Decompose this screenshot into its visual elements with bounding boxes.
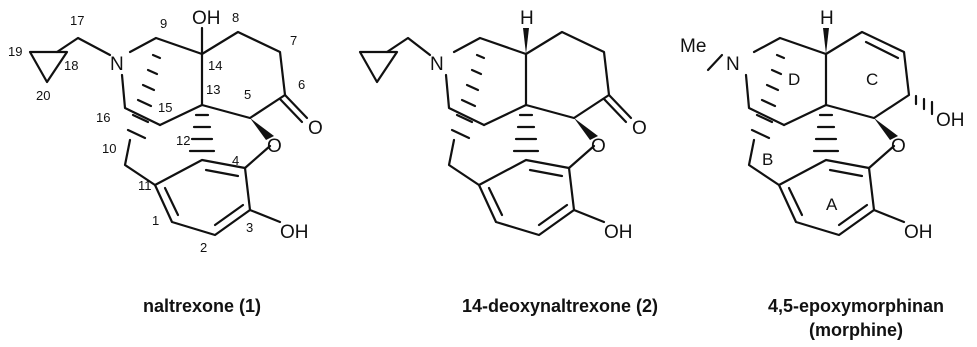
naltrexone-num-10: 10 xyxy=(102,141,116,156)
naltrexone-n-cyclopropylmethyl-bond xyxy=(55,36,112,57)
morphinan-c15-c13-bond xyxy=(782,103,828,127)
structures-figure: N OH O O OH 1 2 3 4 5 6 7 8 9 10 11 12 1… xyxy=(8,8,965,255)
deoxy-bridge-hashed xyxy=(450,53,486,140)
naltrexone-num-15: 15 xyxy=(158,100,172,115)
morphinan-c14-h-wedge xyxy=(823,28,829,54)
morphinan-caption-line1: 4,5-epoxymorphinan xyxy=(767,296,945,316)
naltrexone-num-18: 18 xyxy=(64,58,78,73)
naltrexone-c12-hashed xyxy=(188,113,216,153)
morphinan-structure: Me N H OH O OH A B C D xyxy=(680,8,965,243)
morphinan-me-label: Me xyxy=(680,36,706,57)
naltrexone-num-4: 4 xyxy=(232,153,239,168)
naltrexone-num-11: 11 xyxy=(138,178,152,193)
deoxy-c4-o-bond xyxy=(567,144,596,170)
naltrexone-num-3: 3 xyxy=(246,220,253,235)
naltrexone-c15-c13-bond xyxy=(158,103,204,127)
naltrexone-n-c16-c15-bonds xyxy=(120,73,162,127)
naltrexone-num-8: 8 xyxy=(232,10,239,25)
naltrexone-ketone-double-bond xyxy=(278,93,309,124)
deoxynaltrexone-caption: 14-deoxynaltrexone (2) xyxy=(461,296,659,316)
deoxy-c10-c11-bonds xyxy=(447,138,481,187)
morphinan-ring-d-label: D xyxy=(788,70,800,89)
naltrexone-num-6: 6 xyxy=(298,77,305,92)
deoxy-h-label: H xyxy=(520,8,534,29)
deoxy-n-cyclopropylmethyl-bond xyxy=(385,36,432,57)
morphinan-c4-o-bond xyxy=(867,144,896,170)
naltrexone-c4-o-bond xyxy=(243,144,272,170)
morphinan-n-methyl-bond xyxy=(706,53,724,72)
deoxy-aromatic-inner-bonds xyxy=(487,168,569,227)
morphinan-h-label: H xyxy=(820,8,834,29)
naltrexone-oh14-label: OH xyxy=(192,8,221,29)
deoxy-n-c9-c14-bonds xyxy=(452,36,528,56)
naltrexone-num-14: 14 xyxy=(208,58,222,73)
naltrexone-caption: naltrexone (1) xyxy=(142,296,262,316)
naltrexone-num-9: 9 xyxy=(160,16,167,31)
deoxy-ketone-o-label: O xyxy=(632,118,647,139)
naltrexone-num-2: 2 xyxy=(200,240,207,255)
naltrexone-num-20: 20 xyxy=(36,88,50,103)
morphinan-c12-hashed xyxy=(812,113,840,153)
naltrexone-ketone-o-label: O xyxy=(308,118,323,139)
morphinan-c7-c8-double-bond xyxy=(864,40,900,60)
deoxy-c15-c13-bond xyxy=(482,103,528,127)
naltrexone-cyclopropyl-ring xyxy=(28,50,69,84)
deoxy-ketone-double-bond xyxy=(602,93,633,124)
morphinan-bridge-hashed xyxy=(750,53,786,140)
naltrexone-oh3-label: OH xyxy=(280,222,309,243)
morphinan-caption-line2: (morphine) xyxy=(809,320,903,340)
naltrexone-num-17: 17 xyxy=(70,13,84,28)
deoxy-cyclopropyl-ring xyxy=(358,50,399,84)
deoxy-ether-o-label: O xyxy=(591,136,606,157)
deoxy-oh-label: OH xyxy=(604,222,633,243)
morphinan-c10-c11-bonds xyxy=(747,138,781,187)
naltrexone-num-19: 19 xyxy=(8,44,22,59)
naltrexone-ether-o-label: O xyxy=(267,136,282,157)
naltrexone-n-c9-c14-bonds xyxy=(128,36,204,56)
naltrexone-num-5: 5 xyxy=(244,87,251,102)
morphinan-ring-c-label: C xyxy=(866,70,878,89)
naltrexone-c3-oh-bond xyxy=(248,208,282,224)
deoxy-n-label: N xyxy=(430,54,444,75)
deoxy-c3-oh-bond xyxy=(572,208,606,224)
naltrexone-ring-c xyxy=(200,30,287,120)
morphinan-n-c16-c15-bonds xyxy=(744,73,786,127)
morphinan-ring-a-label: A xyxy=(826,195,838,214)
deoxy-n-c16-c15-bonds xyxy=(444,73,486,127)
morphinan-side-oh-label: OH xyxy=(936,110,965,131)
naltrexone-num-1: 1 xyxy=(152,213,159,228)
deoxy-aromatic-ring xyxy=(477,158,576,237)
morphinan-c3-oh-bond xyxy=(872,208,906,224)
deoxy-ring-c xyxy=(524,30,611,120)
naltrexone-c10-c11-bonds xyxy=(123,138,157,187)
morphinan-n-c9-c14-bonds xyxy=(752,36,828,56)
naltrexone-aromatic-ring xyxy=(153,158,252,237)
naltrexone-structure: N OH O O OH 1 2 3 4 5 6 7 8 9 10 11 12 1… xyxy=(8,8,323,255)
morphinan-c5-o-wedge xyxy=(874,118,898,140)
morphinan-ring-b-label: B xyxy=(762,150,773,169)
morphinan-aromatic-ring xyxy=(777,158,876,237)
morphinan-ring-c xyxy=(824,30,911,120)
naltrexone-c5-o-wedge xyxy=(250,118,274,140)
naltrexone-aromatic-inner-bonds xyxy=(163,168,245,227)
naltrexone-n-label: N xyxy=(110,54,124,75)
naltrexone-bridge-hashed xyxy=(126,53,162,140)
naltrexone-num-7: 7 xyxy=(290,33,297,48)
morphinan-oh-label: OH xyxy=(904,222,933,243)
deoxynaltrexone-structure: H N O O OH xyxy=(358,8,647,243)
naltrexone-num-12: 12 xyxy=(176,133,190,148)
deoxy-c14-h-wedge xyxy=(523,28,529,54)
morphinan-n-label: N xyxy=(726,54,740,75)
morphinan-aromatic-inner-bonds xyxy=(787,168,869,227)
deoxy-c12-hashed xyxy=(512,113,540,153)
naltrexone-num-16: 16 xyxy=(96,110,110,125)
morphinan-ether-o-label: O xyxy=(891,136,906,157)
morphinan-c6-oh-hashed xyxy=(914,94,934,116)
deoxy-c5-o-wedge xyxy=(574,118,598,140)
naltrexone-num-13: 13 xyxy=(206,82,220,97)
